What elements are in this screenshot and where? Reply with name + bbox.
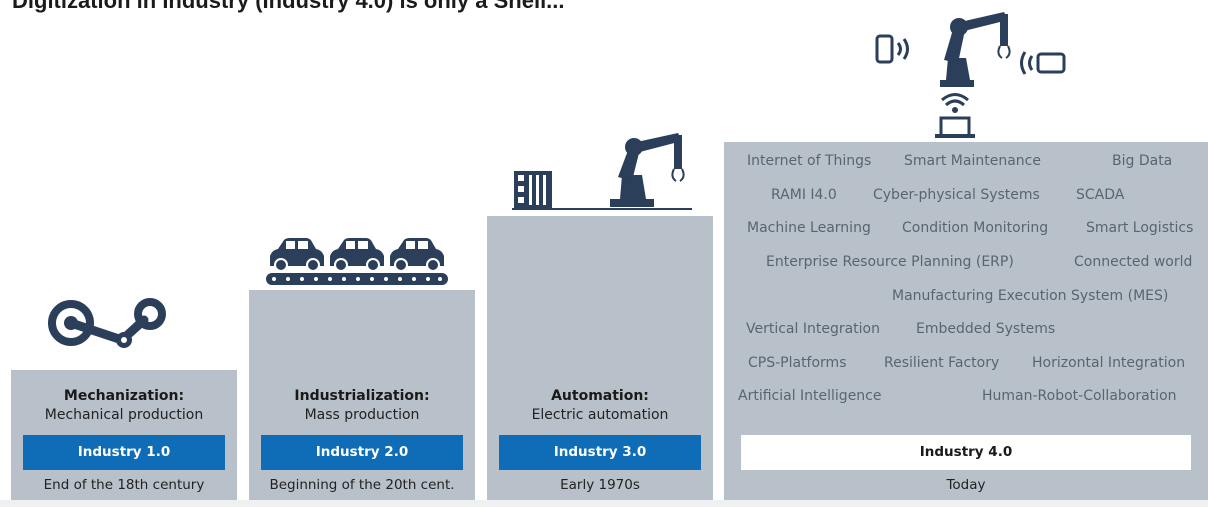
keyword: Manufacturing Execution System (MES) xyxy=(892,288,1169,304)
keyword: Embedded Systems xyxy=(916,321,1056,337)
connected-robot-icon xyxy=(875,12,1066,138)
step-date: End of the 18th century xyxy=(43,477,205,493)
keyword: Machine Learning xyxy=(747,220,871,236)
step-label: Mechanization: xyxy=(63,388,185,404)
industry-badge: Industry 3.0 xyxy=(499,435,701,470)
step-subtitle: Mechanical production xyxy=(44,407,204,423)
keyword: Condition Monitoring xyxy=(902,220,1049,236)
keyword: Artificial Intelligence xyxy=(738,388,882,404)
keyword: Connected world xyxy=(1074,254,1193,270)
step-label: Industrialization: xyxy=(294,388,430,404)
step-industry-2: Industrialization: Mass production Indus… xyxy=(249,290,475,500)
keyword: Resilient Factory xyxy=(884,355,1000,371)
step-subtitle: Mass production xyxy=(304,407,420,423)
step-date: Today xyxy=(946,477,986,493)
step-industry-1: Mechanization: Mechanical production Ind… xyxy=(11,370,237,500)
industry-badge: Industry 4.0 xyxy=(741,435,1191,470)
keyword: CPS-Platforms xyxy=(748,355,847,371)
keyword: Internet of Things xyxy=(747,153,872,169)
keyword: Vertical Integration xyxy=(746,321,880,337)
step-date: Beginning of the 20th cent. xyxy=(269,477,455,493)
step-industry-3: Automation: Electric automation Industry… xyxy=(487,216,713,500)
keyword: SCADA xyxy=(1076,187,1125,203)
page-title: Digitization in Industry (Industry 4.0) … xyxy=(12,0,565,13)
baseline-divider xyxy=(0,500,1208,507)
steam-engine-icon xyxy=(48,298,166,348)
step-date: Early 1970s xyxy=(560,477,640,493)
keyword: Smart Logistics xyxy=(1086,220,1194,236)
keyword: Horizontal Integration xyxy=(1032,355,1186,371)
keyword: Big Data xyxy=(1112,153,1173,169)
conveyor-cars-icon xyxy=(266,238,448,285)
keyword: Smart Maintenance xyxy=(904,153,1041,169)
industry-badge: Industry 1.0 xyxy=(23,435,225,470)
keyword: Cyber-physical Systems xyxy=(873,187,1040,203)
keyword: Human-Robot-Collaboration xyxy=(982,388,1177,404)
step-subtitle: Electric automation xyxy=(531,407,669,423)
step-industry-4: Internet of Things Smart Maintenance Big… xyxy=(724,142,1208,500)
industry-badge: Industry 2.0 xyxy=(261,435,463,470)
step-label: Automation: xyxy=(551,388,649,404)
keyword: RAMI I4.0 xyxy=(771,187,837,203)
keyword: Enterprise Resource Planning (ERP) xyxy=(766,254,1014,270)
robot-arm-icon xyxy=(512,133,692,210)
